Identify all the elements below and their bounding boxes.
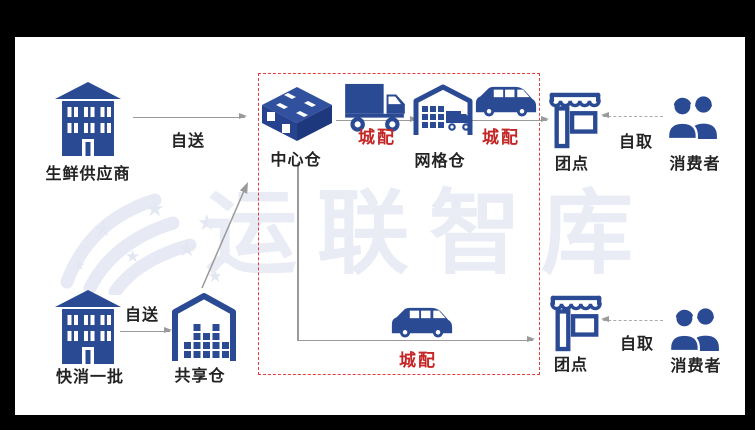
city-van-bottom-icon <box>391 307 453 338</box>
city-distribution-zone-box <box>258 73 540 375</box>
consumers-top-label: 消费者 <box>669 156 721 173</box>
self-delivery-bottom-arrow <box>120 327 172 334</box>
city-van-top-icon <box>475 86 537 117</box>
central-warehouse-label: 中心仓 <box>270 152 322 169</box>
city-delivery-2-label: 城配 <box>482 128 520 147</box>
self-pickup-bottom-arrow <box>601 316 663 323</box>
self-pickup-top-arrow <box>601 112 663 119</box>
grid-warehouse-label: 网格仓 <box>414 153 466 170</box>
self-delivery-top-arrow <box>133 113 247 120</box>
svg-text:★: ★ <box>197 211 217 236</box>
svg-text:★: ★ <box>73 258 86 274</box>
box-truck-icon <box>345 83 405 132</box>
self-pickup-top-label: 自取 <box>618 134 653 151</box>
grid-warehouse-icon <box>413 84 473 135</box>
shared-to-central-arrow <box>201 182 248 289</box>
self-pickup-bottom-label: 自取 <box>619 336 654 353</box>
group-point-top-label: 团点 <box>554 156 589 173</box>
svg-text:★: ★ <box>125 247 140 267</box>
consumers-bottom-icon <box>668 308 719 351</box>
fresh-supplier-label: 生鲜供应商 <box>45 166 131 183</box>
fmcg-wholesaler-building-icon <box>55 290 121 364</box>
fmcg-wholesaler-label: 快消一批 <box>55 369 124 386</box>
svg-text:★: ★ <box>145 197 165 222</box>
svg-text:★: ★ <box>93 217 113 242</box>
shared-warehouse-icon <box>172 293 236 361</box>
fresh-supplier-building-icon <box>55 82 121 156</box>
watermark-logo-icon: ★★★ ★★ ★★ <box>60 193 220 295</box>
self-delivery-top-label: 自送 <box>170 133 205 150</box>
city-delivery-1-label: 城配 <box>358 128 396 147</box>
svg-text:★: ★ <box>207 266 220 287</box>
shared-warehouse-label: 共享仓 <box>174 368 226 385</box>
consumers-bottom-label: 消费者 <box>670 358 722 375</box>
city-delivery-bottom-arrow <box>297 336 535 343</box>
city-delivery-2-arrow <box>470 116 549 123</box>
self-delivery-bottom-label: 自送 <box>124 307 159 324</box>
city-delivery-bottom-label: 城配 <box>399 351 437 370</box>
svg-text:★: ★ <box>177 237 197 262</box>
central-warehouse-icon <box>262 87 332 141</box>
central-warehouse-drop-line <box>297 163 299 341</box>
group-point-bottom-storefront-icon <box>550 295 602 352</box>
group-point-bottom-label: 团点 <box>553 357 588 374</box>
watermark-text: 运联智库 <box>205 183 654 285</box>
group-point-top-storefront-icon <box>549 92 601 149</box>
consumers-top-icon <box>666 96 717 139</box>
